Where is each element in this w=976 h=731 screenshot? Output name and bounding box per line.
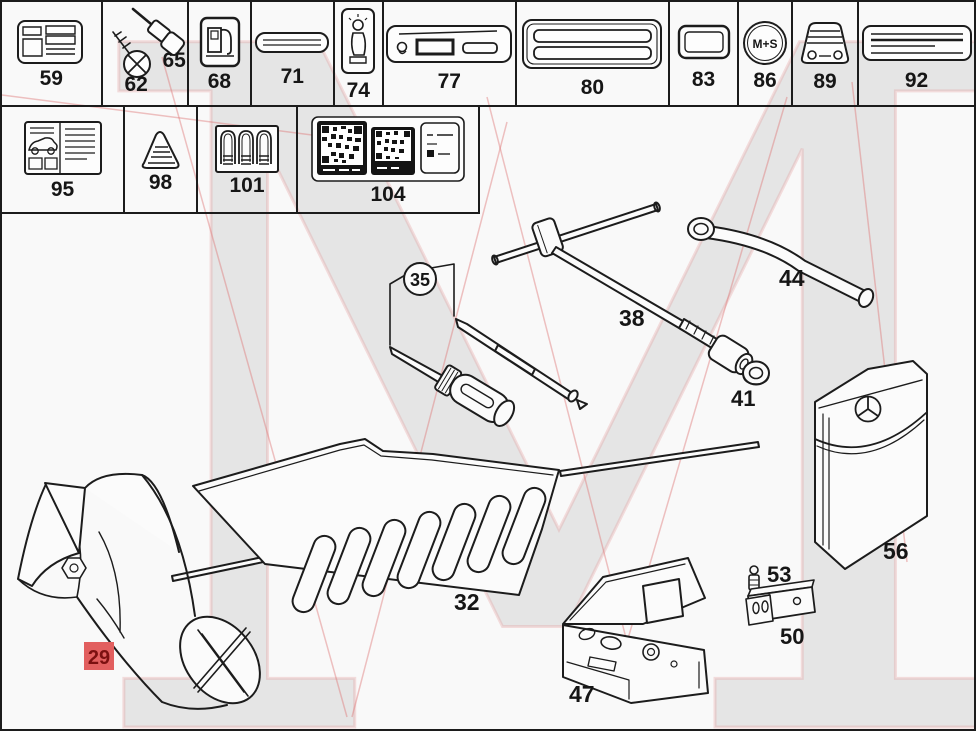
warning-triangle-icon [136,127,186,171]
part-47-bulb-box: 47 [562,557,709,707]
part-number-59[interactable]: 59 [39,66,63,90]
part-56-pouch: 56 [814,360,928,570]
part-number-92[interactable]: 92 [904,68,929,92]
grid-cell-101[interactable]: 101 [198,107,298,212]
part-35-screwdrivers: 35 [389,262,588,428]
ms-badge-icon: M+S [739,17,791,69]
thumbnail-row-2: 95 98 [2,107,480,214]
grid-cell-86[interactable]: M+S 86 [739,2,793,105]
grid-cell-62-65[interactable]: 62 65 [103,2,190,105]
part-number-38[interactable]: 38 [619,305,645,331]
striped-plate-icon [859,17,975,69]
part-number-41[interactable]: 41 [731,386,755,411]
part-number-62[interactable]: 62 [124,73,148,96]
part-number-98[interactable]: 98 [148,170,173,194]
grid-cell-92[interactable]: 92 [859,2,974,105]
part-number-68[interactable]: 68 [207,69,232,93]
car-rear-label-icon [792,16,858,70]
part-number-71[interactable]: 71 [280,64,304,88]
part-number-29[interactable]: 29 [88,647,110,669]
part-44-lug-wrench: 44 [687,217,875,309]
part-number-65[interactable]: 65 [162,49,186,72]
part-41-socket: 41 [731,360,770,411]
trim-strip-icon [250,21,334,65]
double-slot-plate-icon [517,10,667,76]
part-53-festoon-bulb: 53 [748,562,791,597]
part-number-77[interactable]: 77 [437,69,461,93]
part-50-fuse-holder: 50 [745,579,816,649]
vehicle-data-card-icon [23,120,103,178]
part-number-80[interactable]: 80 [580,75,605,99]
grid-cell-98[interactable]: 98 [125,107,198,212]
screw-rivet-icon [103,2,190,105]
identification-plate-icon [383,16,515,70]
part-number-101[interactable]: 101 [229,173,265,197]
bag-bolt-detail [61,557,87,579]
highlighted-part-badge[interactable] [84,642,114,670]
part-32-tool-roll: 32 [171,438,760,615]
fuel-advice-label-icon [191,16,247,70]
part-38-wheel-wrench: 38 [491,201,754,376]
grid-cell-77[interactable]: 77 [384,2,517,105]
part-number-44[interactable]: 44 [779,265,805,291]
part-number-50[interactable]: 50 [780,624,804,649]
fuse-strip-icon [214,124,280,174]
grid-cell-74[interactable]: 74 [335,2,384,105]
part-number-53[interactable]: 53 [767,562,791,587]
part-number-104[interactable]: 104 [370,182,406,206]
ms-badge-text: M+S [752,37,777,51]
part-number-32[interactable]: 32 [454,589,480,615]
grid-cell-71[interactable]: 71 [252,2,335,105]
grid-cell-95[interactable]: 95 [2,107,125,212]
part-number-56[interactable]: 56 [883,538,909,564]
part-number-95[interactable]: 95 [50,177,75,201]
part-number-86[interactable]: 86 [753,68,777,92]
part-number-74[interactable]: 74 [346,78,370,102]
qr-code-label-icon [309,115,467,183]
frame-plate-icon [670,18,738,68]
grid-cell-83[interactable]: 83 [670,2,739,105]
part-35-callout-circle [403,262,437,296]
part-number-89[interactable]: 89 [813,69,837,93]
grid-cell-68[interactable]: 68 [189,2,252,105]
data-card-label-icon [16,19,86,67]
grid-cell-104[interactable]: 104 [298,107,478,212]
grid-cell-80[interactable]: 80 [517,2,670,105]
part-29-tool-bag: 29 [17,472,261,710]
grid-cell-59[interactable]: 59 [2,2,103,105]
part-number-47[interactable]: 47 [569,681,595,707]
part-number-35[interactable]: 35 [410,270,430,290]
warning-label-icon [333,7,383,79]
grid-cell-89[interactable]: 89 [793,2,859,105]
thumbnail-row-1: 59 62 65 [2,2,974,107]
part-number-83[interactable]: 83 [691,67,716,91]
